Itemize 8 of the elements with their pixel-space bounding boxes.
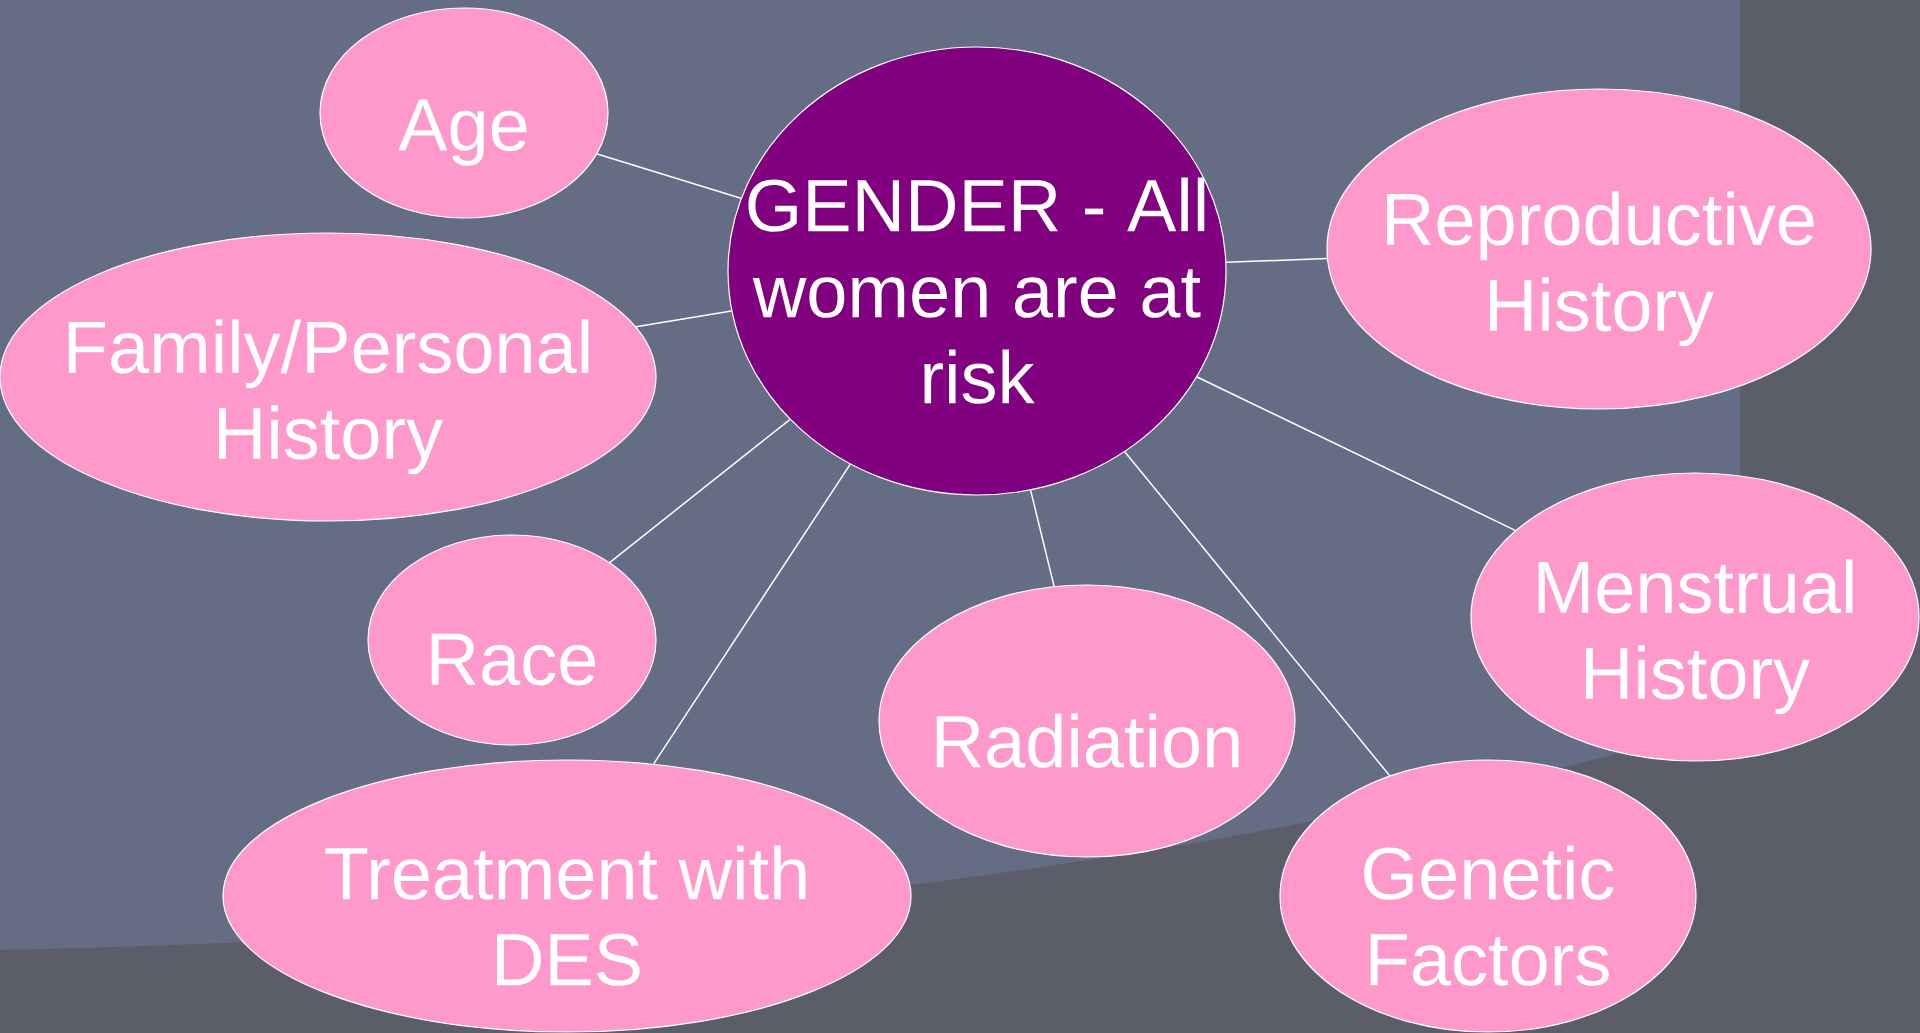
connector-line bbox=[1225, 257, 1328, 263]
connector-line bbox=[1029, 489, 1055, 587]
connector-line bbox=[1196, 376, 1516, 532]
connector-line bbox=[1124, 451, 1391, 777]
connector-line bbox=[635, 310, 733, 328]
connector-line bbox=[652, 463, 851, 765]
connector-line bbox=[609, 418, 791, 564]
connector-line bbox=[596, 153, 742, 200]
